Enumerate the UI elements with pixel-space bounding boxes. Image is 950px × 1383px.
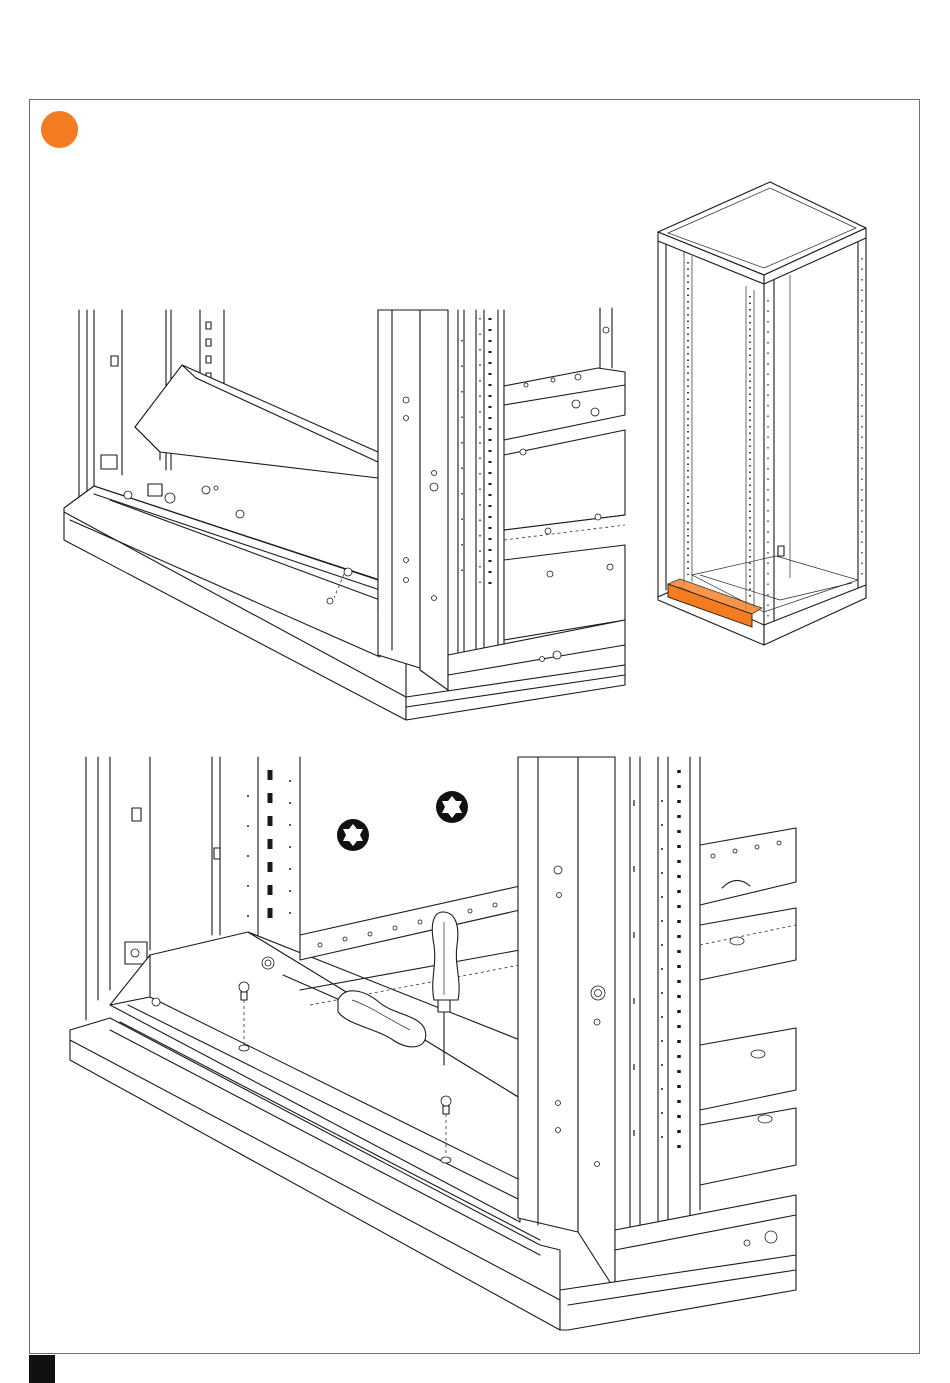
torx-star-icon [436, 791, 468, 823]
detail-top-panel-tilted [64, 308, 625, 720]
rack-perforation [688, 258, 862, 620]
detail-bottom-panel-screwed [70, 757, 796, 1330]
cabinet-overview [658, 182, 866, 645]
corner-post [518, 757, 578, 1232]
torx-star-icon [337, 819, 369, 851]
cabinet-roof [658, 182, 866, 275]
corner-post [378, 310, 420, 668]
bracket-screws [148, 484, 218, 503]
